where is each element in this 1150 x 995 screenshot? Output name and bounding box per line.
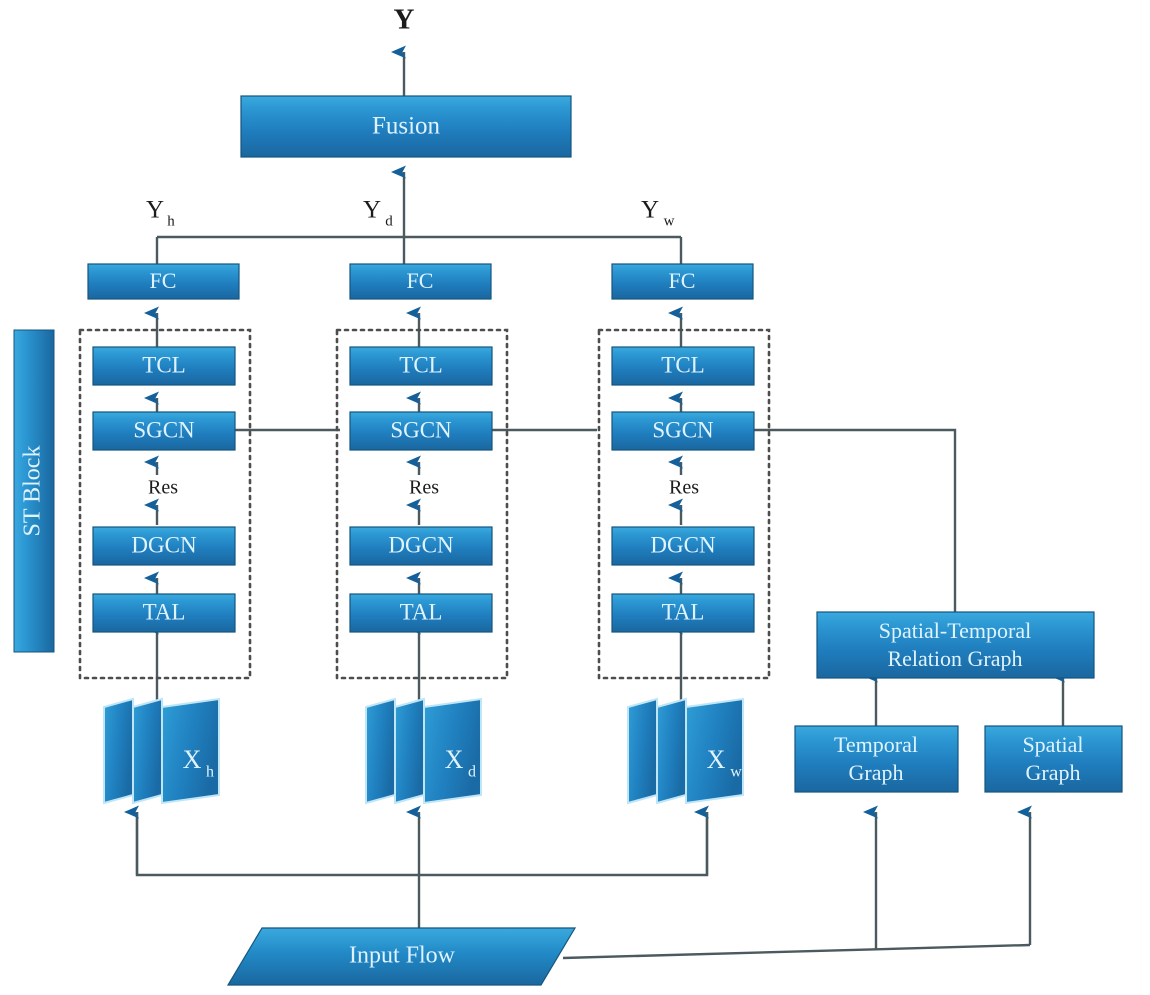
- node-tcl-day-label: TCL: [399, 352, 442, 377]
- node-strg-label-line2: Relation Graph: [887, 646, 1022, 671]
- output-label: Y: [394, 4, 415, 36]
- node-tcl-hour-label: TCL: [142, 352, 185, 377]
- residual-label-day: Res: [409, 477, 439, 499]
- node-input-flow-label: Input Flow: [349, 943, 456, 969]
- node-tcl-day[interactable]: TCL: [349, 346, 493, 386]
- node-fusion-label: Fusion: [372, 113, 441, 140]
- node-fc-hour[interactable]: FC: [87, 263, 240, 300]
- node-temporal-graph[interactable]: Temporal Graph: [794, 725, 959, 793]
- input-stack-xd: X d: [365, 697, 482, 805]
- input-stack-xw-label: X: [707, 745, 726, 774]
- node-temporal-graph-line1: Temporal: [834, 732, 918, 757]
- branch-output-label-day-base: Y: [363, 197, 381, 224]
- node-strg-label-line1: Spatial-Temporal: [879, 618, 1031, 643]
- st-block-outline-hour: [78, 328, 252, 680]
- input-stack-xh-label: X: [183, 745, 202, 774]
- node-spatial-graph[interactable]: Spatial Graph: [984, 725, 1123, 793]
- node-input-flow[interactable]: Input Flow: [226, 927, 577, 986]
- residual-label-hour: Res: [148, 477, 178, 499]
- node-tcl-hour[interactable]: TCL: [92, 346, 236, 386]
- node-sgcn-day-label: SGCN: [390, 417, 452, 442]
- node-sgcn-week-label: SGCN: [652, 417, 714, 442]
- node-fc-week-label: FC: [669, 268, 696, 293]
- edge-inputflow-right-branch: [562, 943, 1031, 960]
- node-dgcn-hour[interactable]: DGCN: [92, 526, 236, 566]
- node-tal-day[interactable]: TAL: [349, 593, 493, 633]
- input-stack-xh-sub: h: [206, 764, 214, 781]
- node-tcl-week-label: TCL: [661, 352, 704, 377]
- node-dgcn-hour-label: DGCN: [131, 532, 197, 557]
- node-sgcn-hour-label: SGCN: [133, 417, 195, 442]
- node-spatial-graph-line1: Spatial: [1022, 732, 1083, 757]
- node-sgcn-week[interactable]: SGCN: [611, 411, 755, 451]
- st-block-bar: ST Block: [13, 329, 55, 653]
- node-tal-hour-label: TAL: [143, 599, 186, 624]
- branch-output-label-week-sub: w: [664, 213, 675, 229]
- node-sgcn-day[interactable]: SGCN: [349, 411, 493, 451]
- node-tal-week-label: TAL: [662, 599, 705, 624]
- node-fc-day[interactable]: FC: [349, 263, 492, 300]
- edges-group: [124, 45, 1065, 960]
- node-tal-week[interactable]: TAL: [611, 593, 755, 633]
- node-fusion[interactable]: Fusion: [240, 95, 572, 158]
- input-stack-xw: X w: [627, 697, 744, 805]
- st-block-bar-label: ST Block: [20, 446, 46, 537]
- input-stack-xw-sub: w: [730, 764, 742, 781]
- st-block-outline-week: [597, 328, 771, 680]
- branch-output-label-week-base: Y: [641, 197, 659, 224]
- branch-output-label-hour-base: Y: [146, 197, 164, 224]
- branch-output-label-hour-sub: h: [167, 213, 175, 229]
- residual-label-week: Res: [669, 477, 699, 499]
- input-stack-xh: X h: [103, 697, 220, 805]
- node-tcl-week[interactable]: TCL: [611, 346, 755, 386]
- node-dgcn-week-label: DGCN: [650, 532, 716, 557]
- node-spatial-graph-line2: Graph: [1026, 760, 1081, 785]
- input-stack-xd-sub: d: [468, 764, 476, 781]
- node-spatial-temporal-relation-graph[interactable]: Spatial-Temporal Relation Graph: [816, 611, 1095, 679]
- node-fc-day-label: FC: [407, 268, 434, 293]
- node-dgcn-day-label: DGCN: [388, 532, 454, 557]
- node-tal-hour[interactable]: TAL: [92, 593, 236, 633]
- st-block-outline-day: [335, 328, 509, 680]
- node-dgcn-day[interactable]: DGCN: [349, 526, 493, 566]
- edge-inputflow-bus-left-right: [135, 812, 709, 877]
- node-tal-day-label: TAL: [400, 599, 443, 624]
- node-dgcn-week[interactable]: DGCN: [611, 526, 755, 566]
- branch-output-label-day-sub: d: [385, 213, 393, 229]
- node-fc-week[interactable]: FC: [611, 263, 754, 300]
- input-stack-xd-label: X: [445, 745, 464, 774]
- edge-strg-to-sgcn-week: [700, 428, 957, 613]
- node-fc-hour-label: FC: [150, 268, 177, 293]
- branch-output-labels: Y h Y d Y w: [146, 197, 675, 230]
- node-sgcn-hour[interactable]: SGCN: [92, 411, 236, 451]
- node-temporal-graph-line2: Graph: [849, 760, 904, 785]
- st-block-dashed-containers: [78, 328, 771, 680]
